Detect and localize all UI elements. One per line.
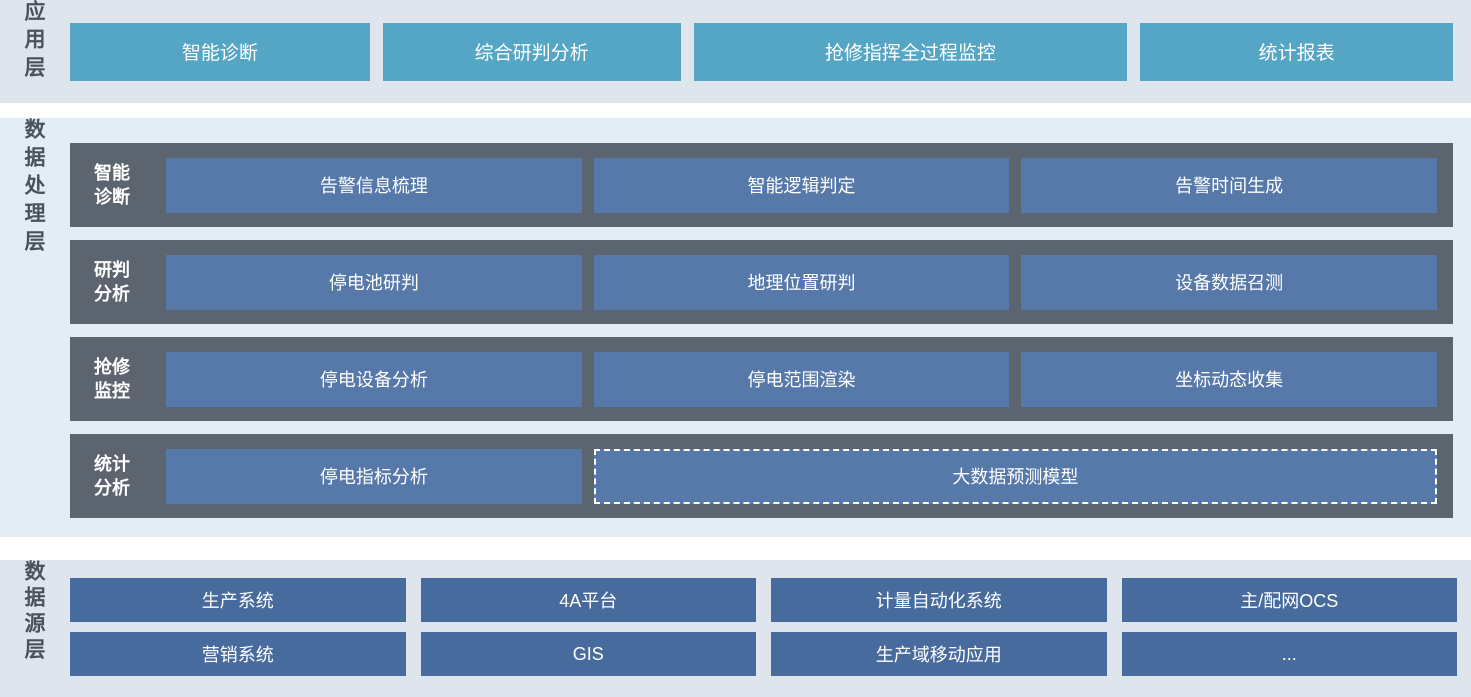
- processing-layer-band: 数据处理层 智能诊断 告警信息梳理 智能逻辑判定 告警时间生成 研判分析 停电池…: [0, 118, 1471, 537]
- processing-rows: 智能诊断 告警信息梳理 智能逻辑判定 告警时间生成 研判分析 停电池研判 地理位…: [70, 143, 1453, 518]
- proc-box-outage-indicator-analysis: 停电指标分析: [166, 448, 582, 504]
- src-box-marketing-system: 营销系统: [70, 632, 406, 676]
- proc-box-alarm-time-generation: 告警时间生成: [1021, 157, 1437, 213]
- app-layer-items: 智能诊断 综合研判分析 抢修指挥全过程监控 统计报表: [70, 0, 1453, 103]
- src-box-main-distribution-ocs: 主/配网OCS: [1121, 578, 1457, 622]
- source-layer-band: 数据源层 生产系统 4A平台 计量自动化系统 主/配网OCS 营销系统 GIS …: [0, 560, 1471, 697]
- proc-row-statistical-analysis: 统计分析 停电指标分析 大数据预测模型: [70, 434, 1453, 518]
- proc-box-intelligent-logic-judgment: 智能逻辑判定: [593, 157, 1010, 213]
- app-layer-band: 应用层 智能诊断 综合研判分析 抢修指挥全过程监控 统计报表: [0, 0, 1471, 103]
- proc-box-outage-device-analysis: 停电设备分析: [166, 351, 582, 407]
- app-item-intelligent-diagnosis: 智能诊断: [70, 22, 370, 81]
- proc-row-label: 抢修监控: [94, 356, 130, 401]
- proc-box-alarm-info-sorting: 告警信息梳理: [166, 157, 582, 213]
- proc-row-boxes: 告警信息梳理 智能逻辑判定 告警时间生成: [166, 157, 1437, 213]
- proc-box-outage-range-rendering: 停电范围渲染: [593, 351, 1010, 407]
- proc-box-big-data-prediction-model: 大数据预测模型: [593, 448, 1437, 504]
- app-item-repair-command-monitoring: 抢修指挥全过程监控: [693, 22, 1128, 81]
- proc-row-boxes: 停电设备分析 停电范围渲染 坐标动态收集: [166, 351, 1437, 407]
- source-layer-label: 数据源层: [22, 560, 45, 664]
- proc-row-label: 统计分析: [94, 453, 130, 498]
- src-box-production-system: 生产系统: [70, 578, 406, 622]
- src-box-ellipsis: ...: [1121, 632, 1457, 676]
- proc-row-boxes: 停电指标分析 大数据预测模型: [166, 448, 1437, 504]
- src-box-metering-automation-system: 计量自动化系统: [771, 578, 1107, 622]
- proc-box-outage-battery-analysis: 停电池研判: [166, 254, 582, 310]
- proc-row-intelligent-diagnosis: 智能诊断 告警信息梳理 智能逻辑判定 告警时间生成: [70, 143, 1453, 227]
- src-box-production-mobile-app: 生产域移动应用: [771, 632, 1107, 676]
- proc-row-repair-monitoring: 抢修监控 停电设备分析 停电范围渲染 坐标动态收集: [70, 337, 1453, 421]
- proc-box-geographic-location-analysis: 地理位置研判: [593, 254, 1010, 310]
- app-layer-label: 应用层: [22, 0, 45, 84]
- app-item-comprehensive-analysis: 综合研判分析: [382, 22, 681, 81]
- proc-row-boxes: 停电池研判 地理位置研判 设备数据召测: [166, 254, 1437, 310]
- proc-row-label: 智能诊断: [94, 162, 130, 207]
- proc-row-research-analysis: 研判分析 停电池研判 地理位置研判 设备数据召测: [70, 240, 1453, 324]
- processing-layer-label: 数据处理层: [22, 118, 45, 258]
- app-item-statistical-reports: 统计报表: [1140, 22, 1453, 81]
- proc-row-label: 研判分析: [94, 259, 130, 304]
- src-box-gis: GIS: [420, 632, 756, 676]
- src-box-4a-platform: 4A平台: [420, 578, 756, 622]
- proc-box-coordinate-dynamic-collection: 坐标动态收集: [1021, 351, 1437, 407]
- proc-box-device-data-retrieval: 设备数据召测: [1021, 254, 1437, 310]
- source-layer-items: 生产系统 4A平台 计量自动化系统 主/配网OCS 营销系统 GIS 生产域移动…: [70, 578, 1457, 676]
